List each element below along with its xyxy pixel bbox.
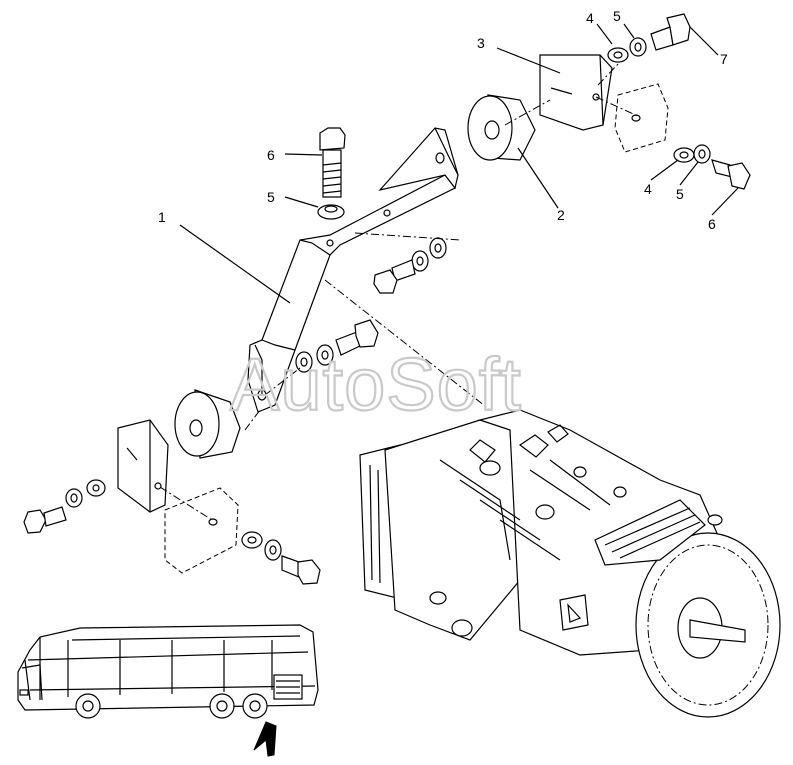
rubber-mount-lower xyxy=(174,389,241,459)
plate-lower xyxy=(117,419,239,574)
callout-5-top: 5 xyxy=(613,8,621,24)
callout-4-top: 4 xyxy=(586,10,594,26)
callout-7: 7 xyxy=(720,51,728,67)
hardware-middle xyxy=(295,237,447,373)
plate-part-3 xyxy=(539,54,669,153)
callout-1: 1 xyxy=(158,209,166,225)
callout-2: 2 xyxy=(557,207,565,223)
hardware-upper-right xyxy=(607,13,751,190)
callout-6-left: 6 xyxy=(267,147,275,163)
callout-5-right: 5 xyxy=(676,186,684,202)
vertical-bolt xyxy=(317,127,346,220)
pointer-arrow xyxy=(253,721,277,757)
watermark: AutoSoft xyxy=(230,343,522,426)
rubber-mount-upper-part-2 xyxy=(467,94,536,161)
callout-3: 3 xyxy=(477,35,485,51)
callout-6-right: 6 xyxy=(708,216,716,232)
bus-inset xyxy=(17,624,319,719)
callout-4-right: 4 xyxy=(644,181,652,197)
assembly-axis-lines xyxy=(159,61,641,521)
gearbox xyxy=(359,409,781,718)
callout-5-left: 5 xyxy=(267,189,275,205)
hardware-lower-left xyxy=(23,479,321,585)
leader-lines xyxy=(179,23,739,304)
bracket-part-1 xyxy=(247,127,459,413)
